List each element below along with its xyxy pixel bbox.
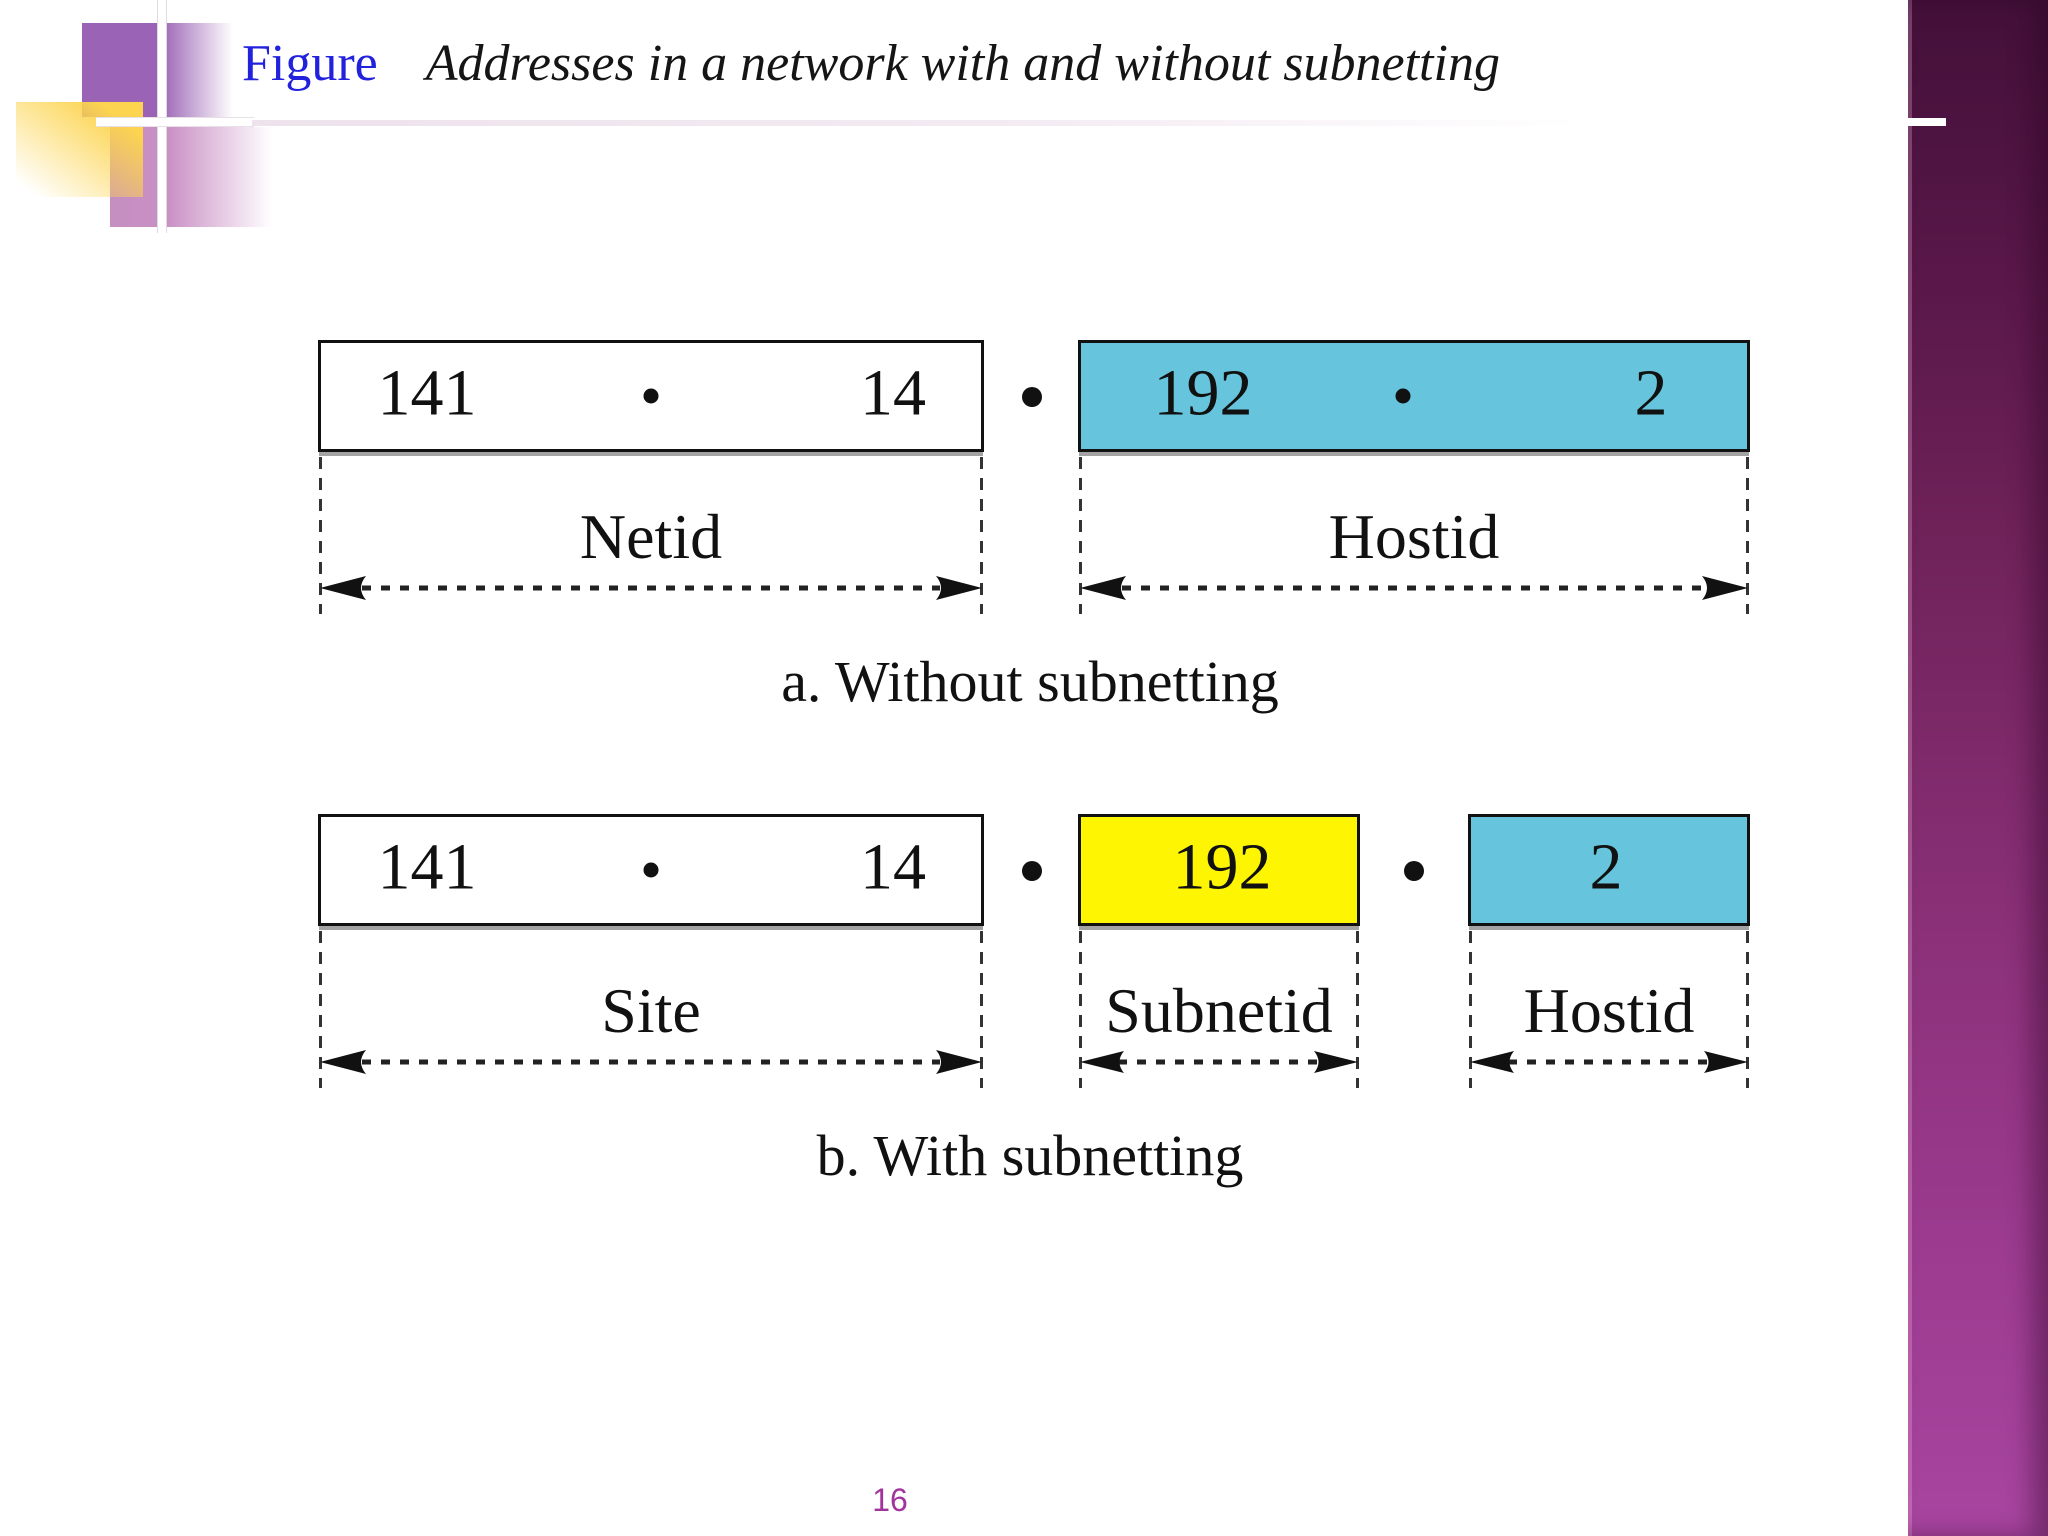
dot-separator-icon <box>1022 861 1042 881</box>
dashed-guide-line <box>980 931 983 1088</box>
dashed-guide-line <box>1746 457 1749 614</box>
octet-value: 141 <box>377 356 477 430</box>
segment-label-netid: Netid <box>579 501 723 572</box>
octet-value: 141 <box>377 830 477 904</box>
dashed-guide-line <box>980 457 983 614</box>
range-arrow-icon <box>1080 576 1748 600</box>
dashed-guide-line <box>1079 931 1082 1088</box>
title-divider <box>252 120 1582 126</box>
decor-vertical-line <box>158 0 166 233</box>
right-accent-band <box>1908 0 2048 1536</box>
title-prefix: Figure <box>242 35 378 92</box>
dot-separator-icon <box>1395 388 1411 404</box>
decor-horizontal-line <box>96 118 254 126</box>
dot-separator-icon <box>1404 861 1424 881</box>
address-box-b-subnetid: 192 <box>1078 814 1360 926</box>
octet-value: 14 <box>860 356 926 430</box>
octet-value: 192 <box>1172 830 1272 904</box>
range-arrow-icon <box>1080 1051 1358 1073</box>
segment-label-subnetid: Subnetid <box>1105 975 1333 1046</box>
dashed-guide-line <box>319 457 322 614</box>
range-arrow-icon <box>1470 1051 1748 1073</box>
range-arrow-icon <box>320 1050 982 1074</box>
octet-value: 192 <box>1153 356 1253 430</box>
address-box-a-hostid: 192 2 <box>1078 340 1750 452</box>
band-tick-mark <box>1906 118 1946 126</box>
segment-label-hostid: Hostid <box>1523 975 1695 1046</box>
address-box-a-netid: 141 14 <box>318 340 984 452</box>
octet-value: 2 <box>1589 830 1623 904</box>
decor-yellow-square <box>16 102 143 197</box>
dashed-guide-line <box>1356 931 1359 1088</box>
page-number: 16 <box>872 1482 908 1518</box>
segment-label-site: Site <box>601 975 701 1046</box>
dashed-guide-line <box>1746 931 1749 1088</box>
address-box-b-hostid: 2 <box>1468 814 1750 926</box>
segment-label-hostid: Hostid <box>1328 501 1500 572</box>
octet-value: 2 <box>1634 356 1668 430</box>
dot-separator-icon <box>643 388 659 404</box>
address-box-b-site: 141 14 <box>318 814 984 926</box>
range-arrow-icon <box>320 576 982 600</box>
dot-separator-icon <box>643 862 659 878</box>
title-text: Addresses in a network with and without … <box>425 35 1500 92</box>
decor-purple-square <box>82 23 233 117</box>
caption-b: b. With subnetting <box>816 1123 1244 1188</box>
dashed-guide-line <box>1469 931 1472 1088</box>
caption-a: a. Without subnetting <box>781 649 1279 714</box>
octet-value: 14 <box>860 830 926 904</box>
dashed-guide-line <box>1079 457 1082 614</box>
slide-title: Figure Addresses in a network with and w… <box>242 34 1862 104</box>
dot-separator-icon <box>1022 387 1042 407</box>
dashed-guide-line <box>319 931 322 1088</box>
